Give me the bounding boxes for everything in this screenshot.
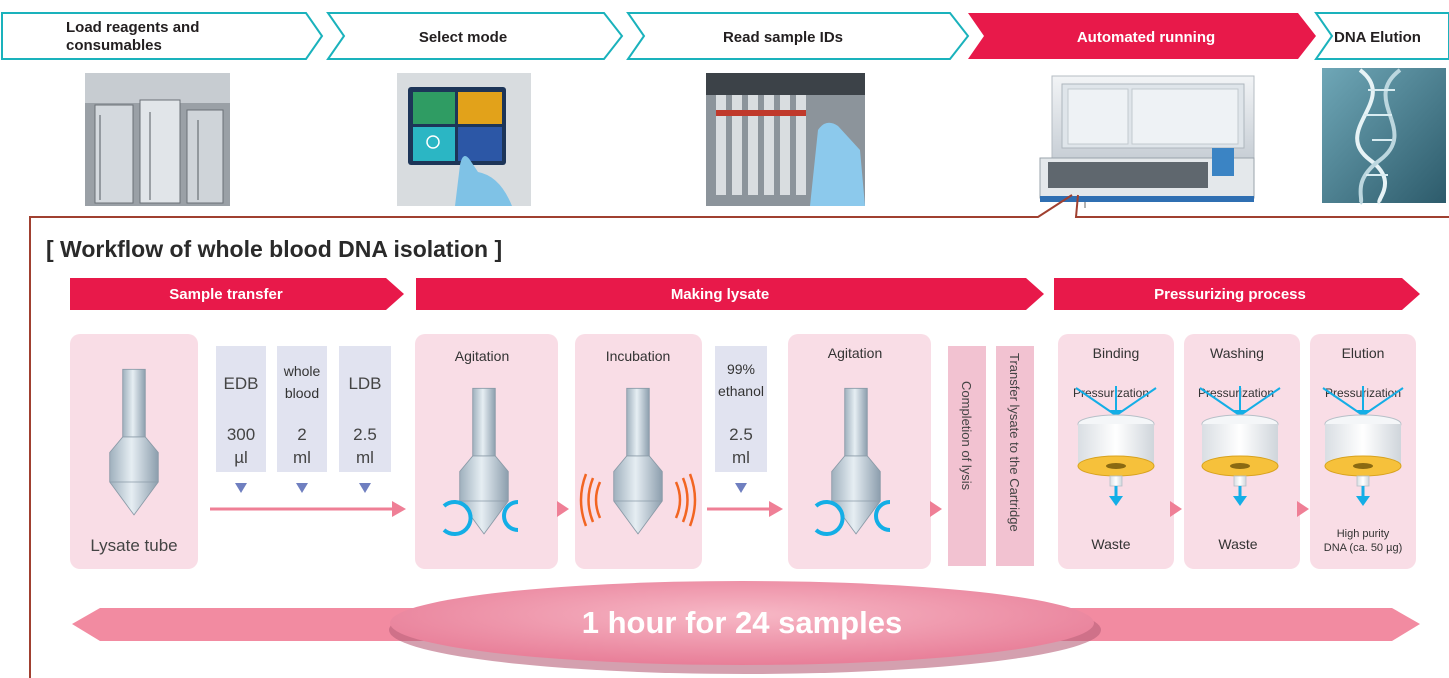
washing-label: Washing bbox=[1210, 345, 1264, 361]
ethanol-name-1: 99% bbox=[727, 361, 755, 377]
reagent-blood-name-2: blood bbox=[285, 385, 319, 401]
phase-sample-transfer-bar bbox=[70, 278, 404, 310]
touchscreen-photo bbox=[397, 73, 531, 206]
step-chevron-automated bbox=[968, 13, 1316, 59]
transfer-label: Transfer lysate to the Cartridge bbox=[1007, 353, 1022, 532]
reagent-blood-name-1: whole bbox=[283, 363, 321, 379]
arrow-right-icon bbox=[392, 501, 406, 517]
binding-waste-label: Waste bbox=[1091, 536, 1130, 552]
step-automated-label: Automated running bbox=[1077, 29, 1215, 46]
rotate-left-icon bbox=[442, 500, 473, 536]
binding-pressurization-label: Pressurization bbox=[1073, 386, 1149, 400]
dna-label-1: High purity bbox=[1337, 528, 1390, 540]
reagent-whole-blood: whole blood 2 ml bbox=[277, 346, 327, 493]
transfer-box: Transfer lysate to the Cartridge bbox=[996, 346, 1034, 566]
agitation-2-panel: Agitation bbox=[788, 334, 931, 569]
reagent-blood-amount: 2 bbox=[297, 425, 306, 444]
elution-label: Elution bbox=[1342, 345, 1385, 361]
arrow-right-icon bbox=[1297, 501, 1309, 517]
ethanol-amount: 2.5 bbox=[729, 425, 753, 444]
reagent-edb-name: EDB bbox=[224, 374, 259, 393]
dna-label-2: DNA (ca. 50 µg) bbox=[1324, 542, 1402, 554]
ethanol-name-2: ethanol bbox=[718, 383, 764, 399]
reagent-blood-unit: ml bbox=[293, 448, 311, 467]
heat-waves-right-icon bbox=[674, 473, 697, 527]
workflow-title: [ Workflow of whole blood DNA isolation … bbox=[46, 236, 502, 262]
completion-label: Completion of lysis bbox=[959, 381, 974, 491]
down-triangle-icon bbox=[235, 483, 247, 493]
reagent-ldb-name: LDB bbox=[348, 374, 381, 393]
reagent-ldb-amount: 2.5 bbox=[353, 425, 377, 444]
step-chevron-select-mode bbox=[326, 12, 624, 60]
agitation-1-label: Agitation bbox=[455, 348, 509, 364]
arrow-right-icon bbox=[930, 501, 942, 517]
step-read-ids-label: Read sample IDs bbox=[723, 29, 843, 46]
step-chevron-read-ids bbox=[626, 12, 970, 60]
top-step-bar: Load reagents and consumables Select mod… bbox=[1, 12, 1449, 60]
step-chevron-load bbox=[1, 12, 324, 60]
washing-panel: Washing Pressurization Waste bbox=[1184, 334, 1300, 569]
dna-photo bbox=[1322, 68, 1446, 205]
reagent-edb-amount: 300 bbox=[227, 425, 255, 444]
reagent-edb-unit: µl bbox=[234, 448, 248, 467]
step-chevron-elution bbox=[1314, 12, 1449, 60]
arrow-right-icon bbox=[1170, 501, 1182, 517]
reagent-ethanol: 99% ethanol 2.5 ml bbox=[715, 346, 767, 493]
completion-box: Completion of lysis bbox=[948, 346, 986, 566]
phase-pressurizing-bar bbox=[1054, 278, 1420, 310]
incubation-label: Incubation bbox=[606, 348, 671, 364]
instrument-photo bbox=[1039, 75, 1255, 208]
down-triangle-icon bbox=[735, 483, 747, 493]
elution-panel: Elution Pressurization High purity DNA (… bbox=[1310, 334, 1416, 569]
summary-oval bbox=[390, 581, 1094, 665]
step-select-mode-label: Select mode bbox=[419, 29, 507, 46]
washing-waste-label: Waste bbox=[1218, 536, 1257, 552]
step-elution-label: DNA Elution bbox=[1334, 29, 1421, 46]
rotate-right-icon bbox=[502, 500, 519, 532]
phase-bar: Sample transfer Making lysate Pressurizi… bbox=[70, 278, 1420, 310]
phase-sample-transfer-label: Sample transfer bbox=[169, 286, 283, 303]
step-load-label-1: Load reagents and bbox=[66, 19, 199, 36]
rotate-left-icon bbox=[814, 500, 845, 536]
ethanol-unit: ml bbox=[732, 448, 750, 467]
incubation-panel: Incubation bbox=[575, 334, 702, 569]
lysate-tube-label: Lysate tube bbox=[90, 536, 177, 555]
agitation-2-label: Agitation bbox=[828, 345, 882, 361]
reagents-photo bbox=[85, 73, 230, 206]
down-triangle-icon bbox=[359, 483, 371, 493]
reagent-ldb: LDB 2.5 ml bbox=[339, 346, 391, 493]
panel-border bbox=[29, 194, 1073, 678]
binding-panel: Binding Pressurization Waste bbox=[1058, 334, 1174, 569]
heat-waves-left-icon bbox=[579, 473, 602, 527]
down-triangle-icon bbox=[296, 483, 308, 493]
agitation-1-panel: Agitation bbox=[415, 334, 558, 569]
rotate-right-icon bbox=[874, 500, 891, 532]
phase-pressurizing-label: Pressurizing process bbox=[1154, 286, 1306, 303]
summary-label: 1 hour for 24 samples bbox=[582, 605, 902, 640]
arrow-right-icon bbox=[769, 501, 783, 517]
sample-tubes-photo bbox=[706, 73, 865, 206]
arrow-right-icon bbox=[557, 501, 569, 517]
reagent-ldb-unit: ml bbox=[356, 448, 374, 467]
phase-making-lysate-label: Making lysate bbox=[671, 286, 769, 303]
phase-making-lysate-bar bbox=[416, 278, 1044, 310]
reagent-edb: EDB 300 µl bbox=[216, 346, 266, 493]
step-load-label-2: consumables bbox=[66, 37, 162, 54]
washing-pressurization-label: Pressurization bbox=[1198, 386, 1274, 400]
binding-label: Binding bbox=[1093, 345, 1140, 361]
